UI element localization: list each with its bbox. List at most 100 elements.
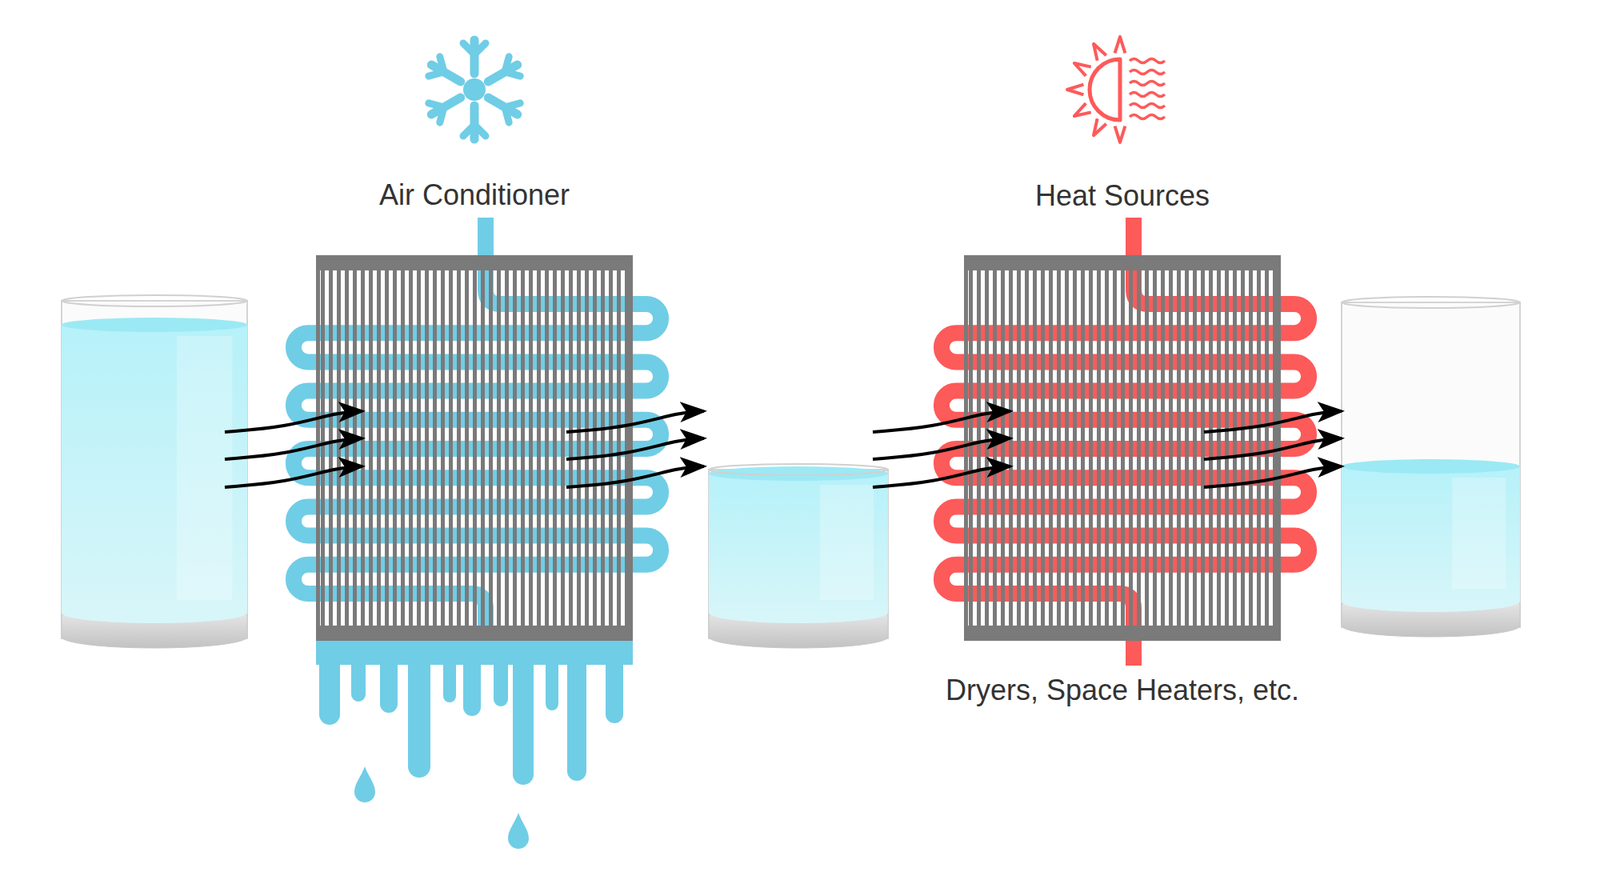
- snowflake-core: [463, 78, 486, 101]
- fin: [1200, 269, 1205, 627]
- fin: [616, 269, 621, 627]
- fin: [1128, 269, 1133, 627]
- drip-end: [567, 761, 587, 781]
- fin: [544, 269, 549, 627]
- drip-end: [512, 764, 534, 785]
- fin: [592, 269, 597, 627]
- fin: [552, 269, 557, 627]
- fin: [1160, 269, 1165, 627]
- fin: [608, 269, 613, 627]
- drip: [512, 656, 534, 775]
- fin: [1216, 269, 1221, 627]
- fin: [560, 269, 565, 627]
- fin: [472, 269, 477, 627]
- branch: [474, 43, 486, 55]
- fin: [1024, 269, 1029, 627]
- fin: [992, 269, 997, 627]
- sun-ray: [1093, 44, 1107, 61]
- fin: [456, 269, 461, 627]
- drip-end: [463, 698, 481, 716]
- airflow-arrow: [872, 466, 1011, 488]
- water: [708, 473, 888, 624]
- fin: [448, 269, 453, 627]
- heat-wave: [1129, 92, 1165, 97]
- glass-rim: [708, 464, 888, 476]
- fin: [392, 269, 397, 627]
- glass-highlight: [820, 484, 874, 600]
- snowflake-arm: [425, 55, 466, 92]
- airflow-arrow: [224, 466, 363, 488]
- frame-left: [316, 255, 320, 641]
- fin: [1240, 269, 1245, 627]
- fin: [384, 269, 389, 627]
- glass-highlight: [176, 336, 233, 600]
- fin: [1176, 269, 1181, 627]
- water-drop: [354, 766, 376, 803]
- fin: [504, 269, 509, 627]
- branch: [463, 124, 475, 136]
- glass-rim: [1341, 296, 1520, 308]
- sun-ray: [1074, 63, 1092, 76]
- fin: [1248, 269, 1253, 627]
- fin: [464, 269, 469, 627]
- heat-wave: [1129, 104, 1165, 108]
- fin: [1072, 269, 1077, 627]
- glass-highlight: [1452, 477, 1506, 589]
- component-heading: Air Conditioner: [379, 177, 570, 212]
- fin: [1000, 269, 1005, 627]
- fin: [408, 269, 413, 627]
- component-heading: Heat Sources: [1035, 178, 1210, 213]
- drip-end: [380, 695, 398, 713]
- fin: [1120, 269, 1125, 627]
- drip-end: [493, 692, 508, 707]
- fin: [1224, 269, 1229, 627]
- heat-wave: [1129, 81, 1165, 86]
- water-glass: [708, 464, 888, 648]
- airflow-arrow: [872, 411, 1011, 432]
- snowflake-arm: [425, 88, 466, 124]
- airflow-arrow: [566, 438, 704, 460]
- drip-end: [545, 697, 559, 711]
- fin: [1256, 269, 1261, 627]
- airflow-arrow: [566, 411, 704, 432]
- fin: [1192, 269, 1197, 627]
- drip-end: [605, 705, 624, 724]
- fin: [528, 269, 533, 627]
- glass-rim: [61, 295, 248, 307]
- heat-exchanger-coil: [941, 217, 1309, 666]
- fin: [1056, 269, 1061, 627]
- fin: [1144, 269, 1149, 627]
- coil-tube: [941, 264, 1309, 666]
- branch: [428, 97, 444, 113]
- drip-end: [351, 687, 366, 702]
- frame-top: [316, 255, 633, 271]
- fin: [968, 269, 973, 627]
- coil-tube: [293, 264, 661, 641]
- water-surface: [61, 317, 248, 332]
- fin: [320, 269, 325, 627]
- fin: [520, 269, 525, 627]
- fin: [1064, 269, 1069, 627]
- fin: [1040, 269, 1045, 627]
- heat-icon: [1067, 36, 1165, 143]
- fin: [568, 269, 573, 627]
- airflow-arrow: [566, 466, 704, 488]
- heat-wave: [1129, 59, 1165, 64]
- snowflake-arm: [482, 88, 523, 124]
- fin: [424, 269, 429, 627]
- drip: [408, 656, 431, 767]
- fin: [1152, 269, 1157, 627]
- fin: [400, 269, 405, 627]
- glass-body: [1341, 302, 1520, 628]
- fin: [368, 269, 373, 627]
- fin: [1232, 269, 1237, 627]
- coil-node: Air Conditioner: [316, 255, 633, 641]
- fin: [360, 269, 365, 627]
- fin: [1096, 269, 1101, 627]
- frame-bottom: [964, 625, 1281, 641]
- airflow-arrow: [1204, 411, 1342, 432]
- frame-left: [964, 255, 968, 641]
- heat-wave: [1129, 70, 1165, 75]
- fin: [1088, 269, 1093, 627]
